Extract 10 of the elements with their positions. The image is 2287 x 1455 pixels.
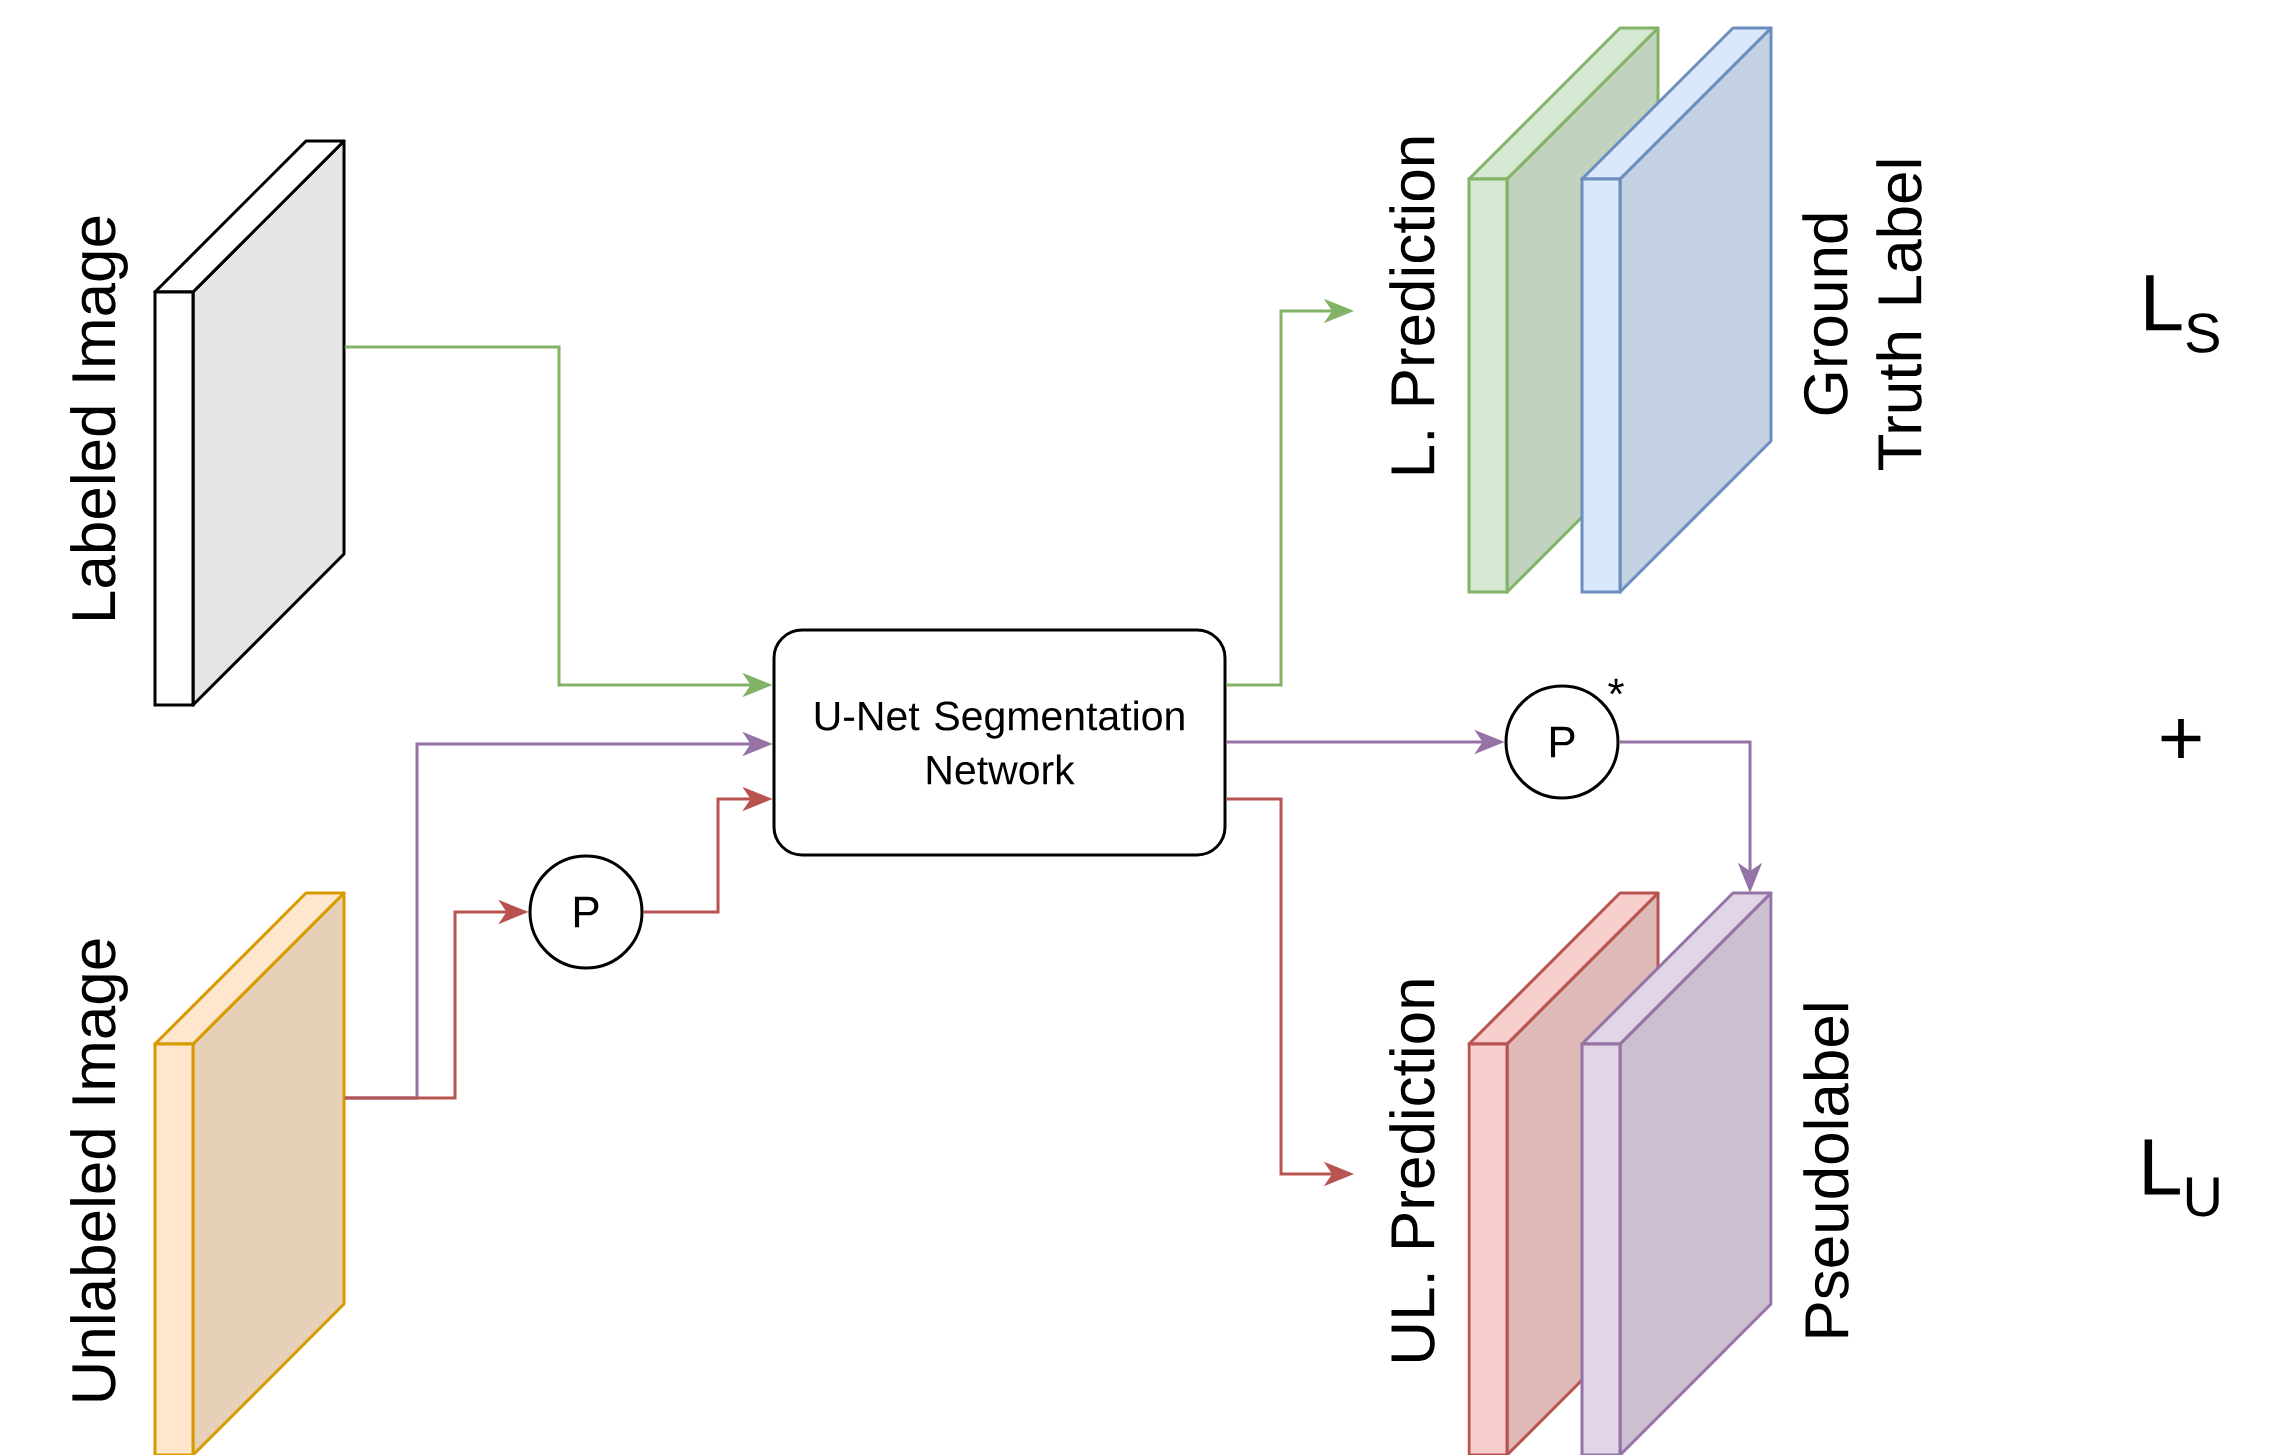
network-box: U-Net Segmentation Network	[772, 628, 1227, 857]
block-label: Pseudolabel	[1803, 1004, 1849, 1337]
block-label: UL. Prediction	[1389, 980, 1435, 1361]
loss-symbol: L$_{S}$	[2146, 275, 2219, 353]
block-label: Unlabeled Image	[70, 939, 128, 1401]
block-label: L. Prediction	[1389, 137, 1435, 474]
block-label: Labeled Image	[70, 216, 128, 619]
plus-sign: +	[2161, 718, 2201, 759]
block-label: Ground Truth Label	[1802, 160, 1922, 470]
loss-symbol: L$_{U}$	[2144, 1139, 2219, 1217]
